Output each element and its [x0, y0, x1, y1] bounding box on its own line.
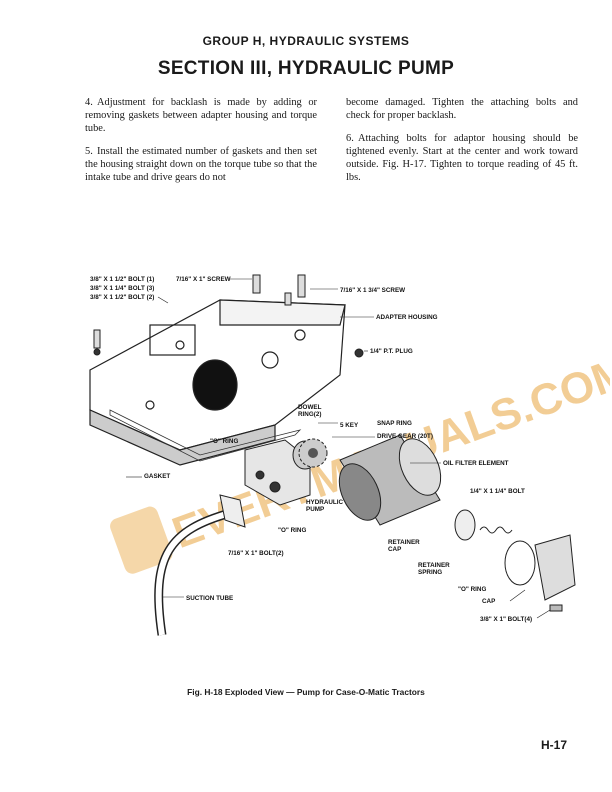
svg-text:SNAP RING: SNAP RING [377, 420, 412, 427]
svg-text:ADAPTER HOUSING: ADAPTER HOUSING [376, 314, 438, 321]
exploded-view-figure: EVERYMANUALS.COM [89, 274, 610, 636]
right-column: become damaged. Tighten the attaching bo… [346, 96, 578, 194]
svg-text:SPRING: SPRING [418, 569, 442, 576]
svg-text:RETAINER: RETAINER [418, 562, 450, 569]
left-column: 4.Adjustment for backlash is made by add… [85, 96, 317, 194]
figure-labels: 3/8" X 1 1/2" BOLT (1) 3/8" X 1 1/4" BOL… [90, 276, 532, 623]
paragraph-6: 6.Attaching bolts for adaptor housing sh… [346, 133, 578, 183]
svg-text:"O" RING: "O" RING [458, 586, 486, 593]
cap-assembly [454, 509, 576, 612]
svg-text:OIL FILTER ELEMENT: OIL FILTER ELEMENT [443, 460, 509, 467]
svg-text:7/16" X 1 3/4" SCREW: 7/16" X 1 3/4" SCREW [340, 287, 405, 294]
paragraph-4: 4.Adjustment for backlash is made by add… [85, 97, 317, 134]
svg-text:GASKET: GASKET [144, 473, 170, 480]
paragraph-5-continued: become damaged. Tighten the attaching bo… [346, 97, 578, 121]
leader-lines [126, 278, 551, 619]
svg-text:1/4" X 1 1/4" BOLT: 1/4" X 1 1/4" BOLT [470, 488, 525, 495]
page-number: H-17 [541, 738, 568, 752]
svg-text:PUMP: PUMP [306, 506, 324, 513]
section-title: SECTION III, HYDRAULIC PUMP [157, 58, 455, 79]
svg-text:3/8" X 1 1/4" BOLT (3): 3/8" X 1 1/4" BOLT (3) [90, 285, 154, 292]
svg-text:CAP: CAP [388, 546, 401, 553]
svg-text:RING(2): RING(2) [298, 411, 321, 418]
svg-text:3/8" X 1 1/2" BOLT (2): 3/8" X 1 1/2" BOLT (2) [90, 294, 154, 301]
svg-text:DOWEL: DOWEL [298, 404, 322, 411]
svg-text:"O" RING: "O" RING [210, 438, 238, 445]
svg-text:7/16" X 1" SCREW: 7/16" X 1" SCREW [176, 276, 231, 283]
oil-filter-element [338, 434, 442, 526]
svg-text:CAP: CAP [482, 598, 495, 605]
figure-caption: Fig. H-18 Exploded View — Pump for Case-… [187, 687, 425, 697]
svg-text:HYDRAULIC: HYDRAULIC [306, 499, 344, 506]
svg-text:7/16" X 1" BOLT(2): 7/16" X 1" BOLT(2) [228, 550, 284, 557]
svg-text:3/8" X 1" BOLT(4): 3/8" X 1" BOLT(4) [480, 616, 532, 623]
svg-text:3/8" X 1 1/2" BOLT (1): 3/8" X 1 1/2" BOLT (1) [90, 276, 154, 283]
drive-gear [298, 438, 328, 468]
svg-text:5 KEY: 5 KEY [340, 422, 359, 429]
gasket-part [109, 409, 302, 462]
paragraph-5: 5.Install the estimated number of gasket… [85, 146, 317, 183]
svg-text:RETAINER: RETAINER [388, 539, 420, 546]
svg-text:1/4" P.T. PLUG: 1/4" P.T. PLUG [370, 348, 413, 355]
adapter-housing [89, 299, 346, 466]
svg-text:SUCTION TUBE: SUCTION TUBE [186, 595, 233, 602]
svg-text:"O" RING: "O" RING [278, 527, 306, 534]
svg-text:DRIVE GEAR (20T): DRIVE GEAR (20T) [377, 433, 433, 440]
group-title: GROUP H, HYDRAULIC SYSTEMS [202, 34, 410, 48]
screws [93, 274, 364, 358]
